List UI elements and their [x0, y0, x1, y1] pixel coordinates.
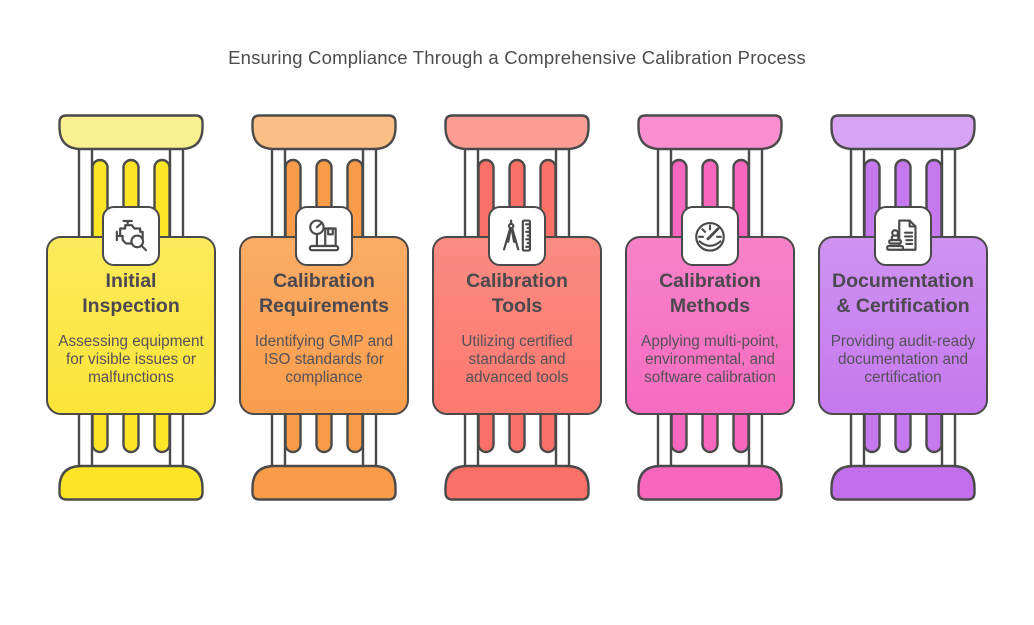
- step-text: Calibration Requirements Identifying GMP…: [242, 269, 406, 387]
- step-title: Calibration Methods: [659, 270, 761, 317]
- step-3-calibration-tools: Calibration Tools Utilizing certified st…: [432, 114, 602, 502]
- compass-ruler-icon: [488, 206, 546, 266]
- document-stamp-icon: [874, 206, 932, 266]
- step-4-calibration-methods: Calibration Methods Applying multi-point…: [625, 114, 795, 502]
- step-description: Utilizing certified standards and advanc…: [461, 333, 573, 387]
- step-text: Documentation & Certification Providing …: [821, 269, 985, 387]
- step-description: Providing audit-ready documentation and …: [830, 333, 976, 387]
- step-title: Documentation & Certification: [832, 270, 974, 317]
- step-5-documentation-certification: Documentation & Certification Providing …: [818, 114, 988, 502]
- step-title: Calibration Requirements: [258, 270, 390, 317]
- step-text: Initial Inspection Assessing equipment f…: [49, 269, 213, 387]
- step-text: Calibration Methods Applying multi-point…: [628, 269, 792, 387]
- step-2-calibration-requirements: Calibration Requirements Identifying GMP…: [239, 114, 409, 502]
- weighing-scale-icon: [295, 206, 353, 266]
- step-description: Assessing equipment for visible issues o…: [58, 333, 204, 387]
- step-title: Initial Inspection: [82, 270, 180, 317]
- step-title: Calibration Tools: [466, 270, 568, 317]
- page-title: Ensuring Compliance Through a Comprehens…: [228, 47, 806, 68]
- step-text: Calibration Tools Utilizing certified st…: [435, 269, 599, 387]
- step-description: Identifying GMP and ISO standards for co…: [254, 333, 394, 387]
- step-1-initial-inspection: Initial Inspection Assessing equipment f…: [46, 114, 216, 502]
- engine-diagnostic-search-icon: [102, 206, 160, 266]
- step-description: Applying multi-point, environmental, and…: [641, 333, 779, 387]
- process-columns: Initial Inspection Assessing equipment f…: [0, 114, 1034, 502]
- speedometer-gauge-icon: [681, 206, 739, 266]
